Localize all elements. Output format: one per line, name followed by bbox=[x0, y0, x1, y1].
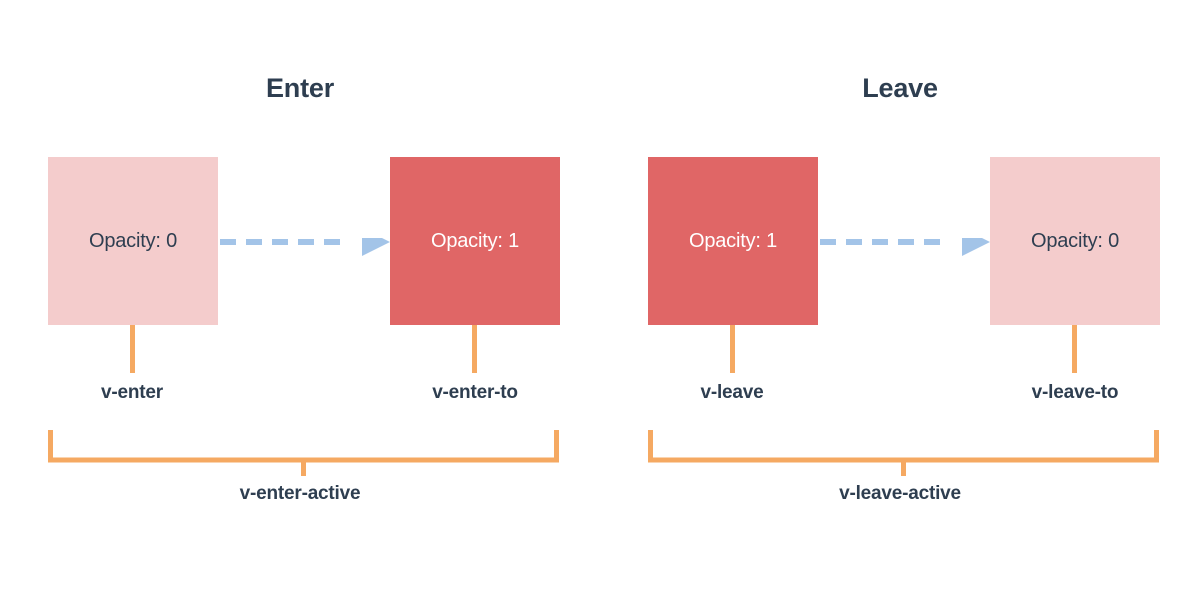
class-label-v-enter-active: v-enter-active bbox=[239, 483, 361, 504]
active-bracket-leave bbox=[648, 428, 1159, 478]
connector-tick-v-enter-to bbox=[472, 325, 477, 373]
opacity-value-v-enter: Opacity: 0 bbox=[88, 230, 178, 252]
transition-arrow-enter bbox=[218, 238, 390, 272]
connector-tick-v-enter bbox=[130, 325, 135, 373]
panel-title-enter: Enter bbox=[265, 73, 335, 103]
transition-arrow-leave bbox=[818, 238, 990, 272]
class-label-v-leave-active: v-leave-active bbox=[839, 483, 961, 504]
class-label-v-leave: v-leave bbox=[700, 382, 764, 403]
connector-tick-v-leave-to bbox=[1072, 325, 1077, 373]
connector-tick-v-leave bbox=[730, 325, 735, 373]
panel-leave: Leave Opacity: 1 v-leave Opacity: 0 v- bbox=[600, 0, 1200, 600]
panel-enter: Enter Opacity: 0 v-enter Opacity: 1 v- bbox=[48, 73, 560, 504]
class-label-v-leave-to: v-leave-to bbox=[1031, 382, 1119, 403]
state-box-v-enter-to: Opacity: 1 bbox=[390, 157, 560, 325]
class-label-v-enter: v-enter bbox=[101, 382, 163, 403]
state-box-v-enter: Opacity: 0 bbox=[48, 157, 218, 325]
opacity-value-v-leave-to: Opacity: 0 bbox=[1030, 230, 1120, 252]
opacity-value-v-enter-to: Opacity: 1 bbox=[430, 230, 520, 252]
panel-title-leave: Leave bbox=[862, 73, 938, 103]
class-label-v-enter-to: v-enter-to bbox=[432, 382, 518, 403]
active-bracket-enter bbox=[48, 428, 559, 478]
opacity-value-v-leave: Opacity: 1 bbox=[688, 230, 778, 252]
state-box-v-leave-to: Opacity: 0 bbox=[990, 157, 1160, 325]
state-box-v-leave: Opacity: 1 bbox=[648, 157, 818, 325]
